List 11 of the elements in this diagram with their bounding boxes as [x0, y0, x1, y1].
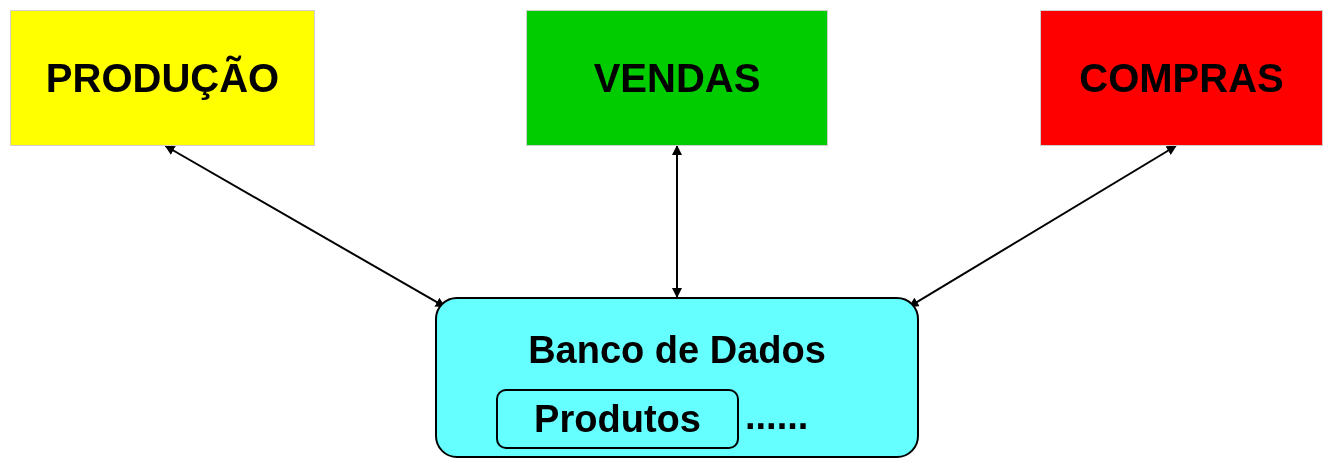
department-box: [526, 10, 828, 146]
box-label: COMPRAS: [1079, 55, 1284, 101]
box-label: Produtos: [534, 397, 701, 441]
box-label: VENDAS: [593, 55, 761, 101]
department-box: [10, 10, 315, 146]
ellipsis-text: ......: [745, 395, 809, 438]
department-box: [1040, 10, 1323, 146]
double-arrow: [672, 145, 682, 298]
box-title: Banco de Dados: [528, 329, 826, 372]
box-label: PRODUÇÃO: [45, 55, 280, 101]
database-box: [435, 297, 919, 458]
